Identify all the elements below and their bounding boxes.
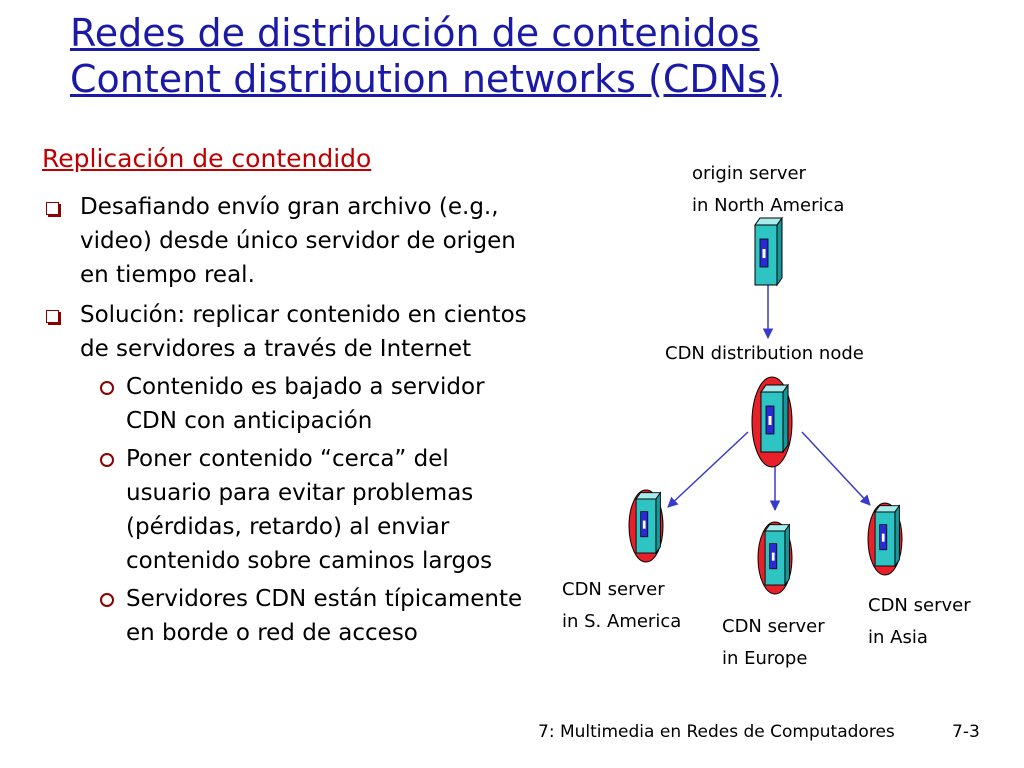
- europe-server-icon: [757, 521, 793, 595]
- section-heading: Replicación de contendido: [42, 144, 372, 173]
- origin-label-line2: in North America: [692, 195, 845, 216]
- origin-server-icon: [754, 217, 783, 286]
- distribution-node-icon: [751, 376, 793, 468]
- samerica-server-icon: [628, 489, 664, 563]
- sub-bullet-text: Servidores CDN están típicamente en bord…: [126, 586, 523, 646]
- sub-bullet-item: Servidores CDN están típicamente en bord…: [80, 582, 530, 650]
- bullet-list: Desafiando envío gran archivo (e.g., vid…: [40, 190, 530, 656]
- origin-server-label: origin server in North America: [692, 158, 844, 222]
- sub-bullet-item: Poner contenido “cerca” del usuario para…: [80, 442, 530, 578]
- sub-bullet-list: Contenido es bajado a servidor CDN con a…: [80, 370, 530, 650]
- bullet-item: Desafiando envío gran archivo (e.g., vid…: [40, 190, 530, 292]
- asia-label-line1: CDN server: [868, 595, 971, 616]
- title-line-english: Content distribution networks (CDNs): [70, 57, 782, 101]
- sub-bullet-text: Contenido es bajado a servidor CDN con a…: [126, 374, 485, 434]
- asia-server-icon: [867, 502, 903, 576]
- circle-bullet-icon: [100, 453, 114, 467]
- sub-bullet-item: Contenido es bajado a servidor CDN con a…: [80, 370, 530, 438]
- samerica-label-line1: CDN server: [562, 579, 665, 600]
- distribution-node-label: CDN distribution node: [665, 343, 864, 364]
- circle-bullet-icon: [100, 381, 114, 395]
- sub-bullet-text: Poner contenido “cerca” del usuario para…: [126, 446, 493, 574]
- europe-label-line2: in Europe: [722, 648, 808, 669]
- samerica-label-line2: in S. America: [562, 611, 682, 632]
- origin-label-line1: origin server: [692, 163, 806, 184]
- arrow-node-to-samerica: [667, 431, 749, 508]
- arrow-node-to-asia: [801, 431, 871, 506]
- asia-server-label: CDN server in Asia: [868, 590, 971, 654]
- bullet-text: Desafiando envío gran archivo (e.g., vid…: [80, 194, 516, 288]
- bullet-item: Solución: replicar contenido en cientos …: [40, 298, 530, 650]
- circle-bullet-icon: [100, 593, 114, 607]
- europe-label-line1: CDN server: [722, 616, 825, 637]
- europe-server-label: CDN server in Europe: [722, 611, 825, 675]
- square-bullet-icon: [46, 310, 59, 323]
- asia-label-line2: in Asia: [868, 627, 928, 648]
- bullet-text: Solución: replicar contenido en cientos …: [80, 302, 527, 362]
- slide-footer: 7: Multimedia en Redes de Computadores: [538, 722, 895, 742]
- slide-title: Redes de distribución de contenidos Cont…: [70, 10, 782, 102]
- title-line-spanish: Redes de distribución de contenidos: [70, 11, 760, 55]
- samerica-server-label: CDN server in S. America: [562, 574, 681, 638]
- page-number: 7-3: [952, 722, 980, 742]
- square-bullet-icon: [46, 202, 59, 215]
